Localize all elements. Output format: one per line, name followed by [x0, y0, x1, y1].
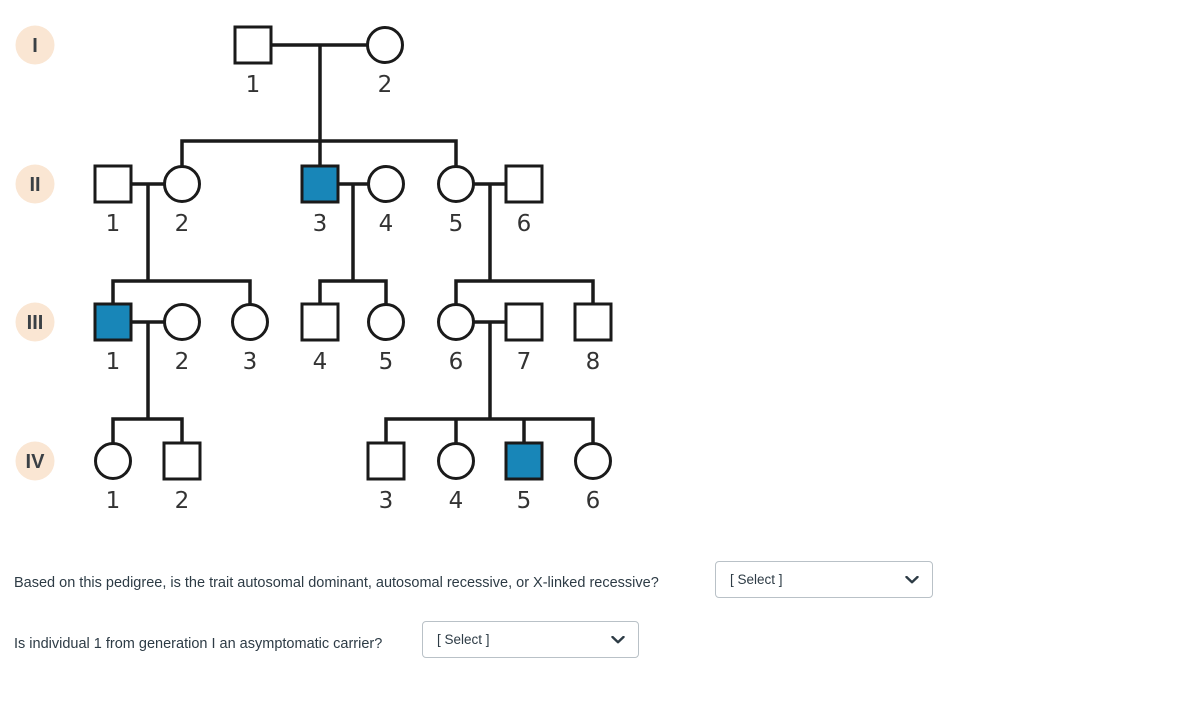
female-circle [437, 442, 475, 480]
chevron-down-icon [905, 575, 919, 583]
male-square [573, 302, 613, 342]
pedigree-connector-line [454, 279, 595, 322]
individual-III-5: 5 [367, 303, 405, 375]
individual-III-3: 3 [231, 303, 269, 375]
individual-III-7: 7 [504, 302, 544, 375]
individual-number-label: 4 [449, 488, 464, 514]
female-circle [163, 165, 201, 203]
individual-number-label: 3 [313, 211, 328, 237]
trait-type-select[interactable]: [ Select ] [715, 561, 933, 598]
pedigree-connector-line [384, 417, 595, 461]
carrier-select-value: [ Select ] [437, 632, 490, 647]
individual-number-label: 3 [243, 349, 258, 375]
affected-male-square [93, 302, 133, 342]
generation-badge-circle [15, 164, 55, 204]
individual-II-2: 2 [163, 165, 201, 237]
pedigree-connector-line [111, 417, 184, 461]
question-trait-type-text: Based on this pedigree, is the trait aut… [14, 575, 659, 591]
individual-I-1: 1 [233, 25, 273, 98]
generation-badge-circle [15, 441, 55, 481]
female-circle [94, 442, 132, 480]
generation-badge-label: II [29, 174, 40, 196]
individual-IV-1: 1 [94, 442, 132, 514]
individual-number-label: 2 [175, 211, 190, 237]
individual-II-6: 6 [504, 164, 544, 237]
female-circle [367, 165, 405, 203]
individual-III-8: 8 [573, 302, 613, 375]
individual-number-label: 1 [106, 349, 121, 375]
generation-badge-label: IV [26, 451, 46, 473]
individual-number-label: 1 [246, 72, 261, 98]
affected-male-square [504, 441, 544, 481]
individual-II-3: 3 [300, 164, 340, 237]
individual-number-label: 2 [378, 72, 393, 98]
chevron-down-icon [611, 635, 625, 643]
generation-badge-IV: IV [15, 441, 55, 481]
female-circle [366, 26, 404, 64]
female-circle [574, 442, 612, 480]
individual-number-label: 6 [449, 349, 464, 375]
individual-number-label: 5 [379, 349, 394, 375]
carrier-select[interactable]: [ Select ] [422, 621, 639, 658]
generation-badge-label: I [32, 35, 38, 57]
female-circle [367, 303, 405, 341]
individual-number-label: 6 [517, 211, 532, 237]
male-square [366, 441, 406, 481]
generation-badge-circle [15, 25, 55, 65]
individual-II-4: 4 [367, 165, 405, 237]
female-circle [437, 165, 475, 203]
individual-II-1: 1 [93, 164, 133, 237]
male-square [300, 302, 340, 342]
individual-number-label: 4 [313, 349, 328, 375]
generation-badge-I: I [15, 25, 55, 65]
male-square [93, 164, 133, 204]
pedigree-connector-line [318, 279, 388, 322]
individual-III-1: 1 [93, 302, 133, 375]
individual-number-label: 2 [175, 488, 190, 514]
individual-number-label: 1 [106, 488, 121, 514]
individual-I-2: 2 [366, 26, 404, 98]
individual-III-4: 4 [300, 302, 340, 375]
individual-number-label: 4 [379, 211, 394, 237]
female-circle [231, 303, 269, 341]
individual-number-label: 7 [517, 349, 532, 375]
male-square [504, 302, 544, 342]
individual-number-label: 3 [379, 488, 394, 514]
individual-IV-5: 5 [504, 441, 544, 514]
generation-badge-III: III [15, 302, 55, 342]
male-square [233, 25, 273, 65]
generation-badge-II: II [15, 164, 55, 204]
individual-number-label: 5 [449, 211, 464, 237]
individual-IV-3: 3 [366, 441, 406, 514]
individual-IV-2: 2 [162, 441, 202, 514]
affected-male-square [300, 164, 340, 204]
individual-III-2: 2 [163, 303, 201, 375]
individual-number-label: 2 [175, 349, 190, 375]
pedigree-connector-line [111, 279, 252, 322]
individual-number-label: 6 [586, 488, 601, 514]
generation-badge-circle [15, 302, 55, 342]
individual-II-5: 5 [437, 165, 475, 237]
individual-III-6: 6 [437, 303, 475, 375]
male-square [162, 441, 202, 481]
question-carrier-text: Is individual 1 from generation I an asy… [14, 636, 383, 652]
generation-badge-label: III [27, 312, 44, 334]
individual-IV-4: 4 [437, 442, 475, 514]
female-circle [163, 303, 201, 341]
individual-number-label: 1 [106, 211, 121, 237]
trait-type-select-value: [ Select ] [730, 572, 783, 587]
male-square [504, 164, 544, 204]
individual-number-label: 8 [586, 349, 601, 375]
female-circle [437, 303, 475, 341]
individual-IV-6: 6 [574, 442, 612, 514]
individual-number-label: 5 [517, 488, 532, 514]
